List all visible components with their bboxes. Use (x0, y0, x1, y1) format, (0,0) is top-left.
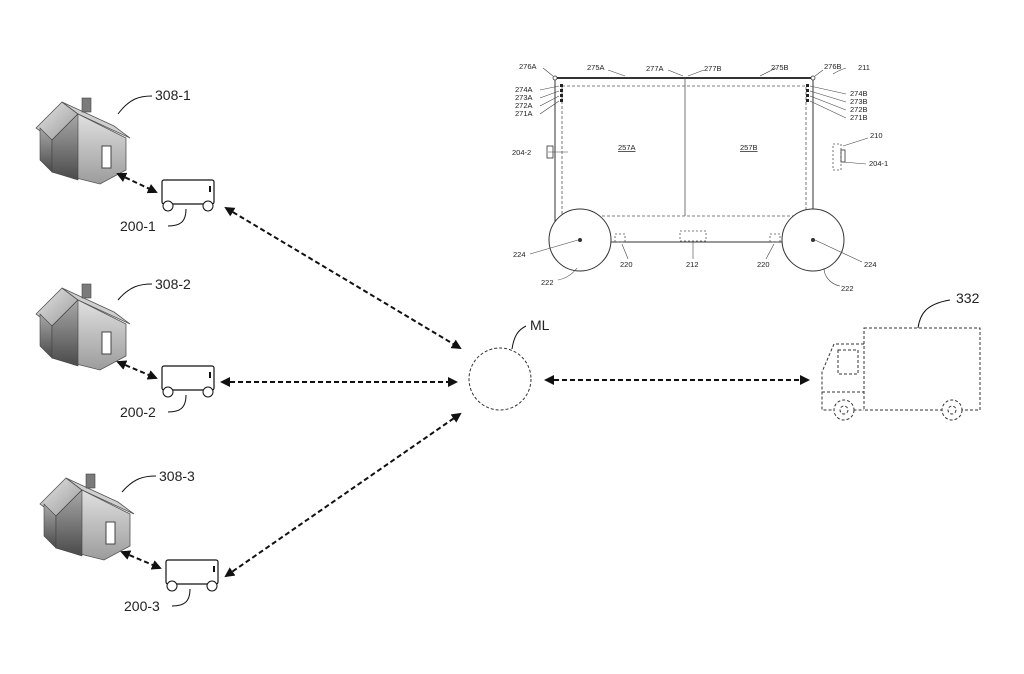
label-276B: 276B (824, 62, 842, 71)
arrow-house3-robot3 (120, 550, 162, 570)
label-257A: 257A (618, 143, 636, 152)
label-222-left: 222 (541, 278, 554, 287)
leader-200-3 (171, 588, 191, 607)
robot-label-200-3: 200-3 (124, 598, 160, 614)
arrow-robot1-hub (224, 206, 462, 350)
label-273B: 273B (850, 97, 868, 106)
leader-200-2 (167, 394, 187, 413)
label-257B: 257B (740, 143, 758, 152)
robot-200-3 (165, 559, 219, 592)
leader-308-2 (117, 283, 153, 301)
label-222-right: 222 (841, 284, 854, 293)
leader-200-1 (167, 208, 187, 227)
label-271B: 271B (850, 113, 868, 122)
house-308-1 (35, 97, 131, 185)
truck-label: 332 (956, 290, 980, 306)
robot-label-200-1: 200-1 (120, 218, 156, 234)
label-211: 211 (858, 63, 870, 72)
house-308-3 (39, 473, 135, 561)
label-212: 212 (686, 260, 699, 269)
truck-332 (821, 327, 981, 421)
label-275A: 275A (587, 63, 605, 72)
label-271A: 271A (515, 109, 533, 118)
label-274A: 274A (515, 85, 533, 94)
label-275B: 275B (771, 63, 789, 72)
leader-308-3 (121, 475, 157, 493)
hub-ml-circle (468, 347, 532, 411)
robot-200-2 (161, 365, 215, 398)
house-label-308-1: 308-1 (155, 87, 191, 103)
label-204-2: 204-2 (512, 148, 531, 157)
label-277A: 277A (646, 64, 664, 73)
hub-label: ML (530, 317, 550, 333)
label-274B: 274B (850, 89, 868, 98)
label-272B: 272B (850, 105, 868, 114)
label-220-left: 220 (620, 260, 633, 269)
leader-ml (511, 325, 527, 350)
label-220-right: 220 (757, 260, 770, 269)
leader-308-1 (117, 95, 153, 115)
leader-332 (917, 299, 951, 329)
label-277B: 277B (704, 64, 722, 73)
label-204-1: 204-1 (869, 159, 888, 168)
label-276A: 276A (519, 62, 537, 71)
label-273A: 273A (515, 93, 533, 102)
robot-label-200-2: 200-2 (120, 404, 156, 420)
label-224-left: 224 (513, 250, 526, 259)
arrow-house1-robot1 (116, 172, 158, 194)
house-label-308-3: 308-3 (159, 468, 195, 484)
label-272A: 272A (515, 101, 533, 110)
label-224-right: 224 (864, 260, 877, 269)
label-210: 210 (870, 131, 883, 140)
house-308-2 (35, 283, 131, 371)
robot-200-1 (161, 179, 215, 212)
arrow-house2-robot2 (116, 360, 158, 380)
arrow-robot3-hub (224, 412, 462, 578)
vehicle-detail-drawing: 276A 275A 277A 277B 275B 276B 211 274A 2… (512, 62, 888, 293)
house-label-308-2: 308-2 (155, 276, 191, 292)
